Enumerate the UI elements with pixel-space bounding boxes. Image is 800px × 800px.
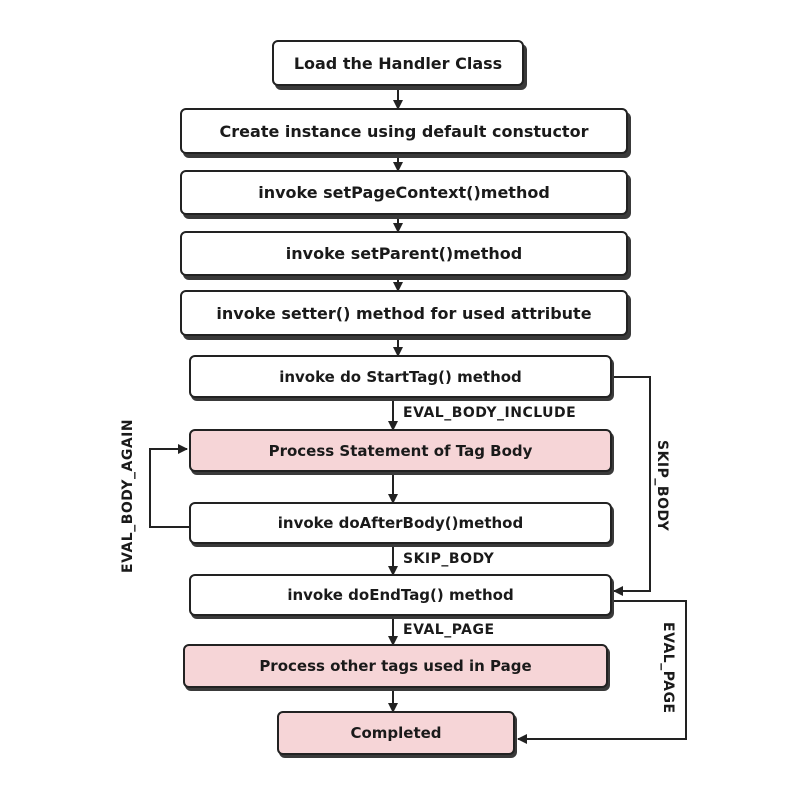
loop-eval-page bbox=[517, 600, 687, 744]
label-eval-page-side: EVAL_PAGE bbox=[660, 622, 676, 714]
step-process-tag-body: Process Statement of Tag Body bbox=[189, 429, 612, 472]
label-eval-page: EVAL_PAGE bbox=[403, 622, 495, 638]
step-do-after-body: invoke doAfterBody()method bbox=[189, 502, 612, 544]
loop-eval-body-again bbox=[149, 444, 189, 528]
step-label: Load the Handler Class bbox=[293, 53, 503, 73]
step-label: Completed bbox=[350, 724, 442, 742]
step-do-end-tag: invoke doEndTag() method bbox=[189, 574, 612, 616]
step-create-instance: Create instance using default constuctor bbox=[180, 108, 628, 154]
step-set-page-context: invoke setPageContext()method bbox=[180, 170, 628, 215]
step-set-parent: invoke setParent()method bbox=[180, 231, 628, 276]
step-label: invoke do StartTag() method bbox=[279, 367, 522, 386]
step-completed: Completed bbox=[277, 711, 515, 755]
step-label: Create instance using default constuctor bbox=[219, 121, 589, 141]
label-skip-body-side: SKIP_BODY bbox=[654, 440, 670, 532]
label-skip-body: SKIP_BODY bbox=[403, 551, 495, 567]
step-load-handler-class: Load the Handler Class bbox=[272, 40, 524, 86]
step-label: invoke setParent()method bbox=[285, 244, 523, 263]
label-eval-body-include: EVAL_BODY_INCLUDE bbox=[403, 405, 577, 421]
step-setter: invoke setter() method for used attribut… bbox=[180, 290, 628, 336]
step-label: Process Statement of Tag Body bbox=[268, 441, 533, 460]
step-label: invoke setPageContext()method bbox=[258, 183, 550, 202]
step-process-other-tags: Process other tags used in Page bbox=[183, 644, 608, 688]
step-label: Process other tags used in Page bbox=[259, 657, 532, 675]
label-eval-body-again: EVAL_BODY_AGAIN bbox=[120, 418, 136, 573]
step-label: invoke doEndTag() method bbox=[287, 586, 514, 604]
step-do-start-tag: invoke do StartTag() method bbox=[189, 355, 612, 398]
loop-skip-body bbox=[603, 372, 651, 596]
step-label: invoke setter() method for used attribut… bbox=[216, 303, 592, 323]
step-label: invoke doAfterBody()method bbox=[277, 514, 524, 532]
